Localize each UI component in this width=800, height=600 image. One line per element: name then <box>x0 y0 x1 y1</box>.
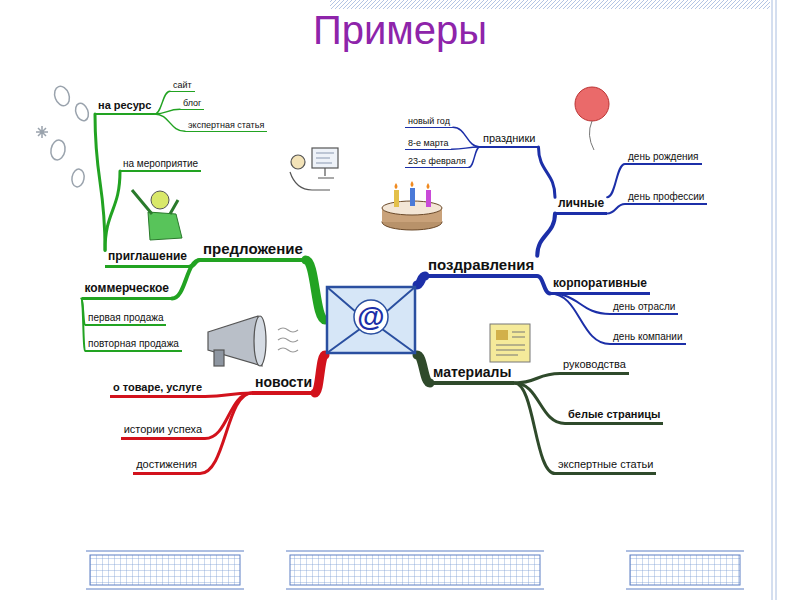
branch-line <box>514 383 555 474</box>
balloon <box>575 87 609 150</box>
topic-node: личные <box>555 197 607 215</box>
branch-line <box>537 214 555 256</box>
branch-line <box>105 171 120 250</box>
branch-line <box>469 147 480 167</box>
topic-label: сайт <box>173 80 192 90</box>
branch-line <box>538 147 555 197</box>
topic-node: приглашение <box>105 250 190 268</box>
branch-line <box>452 147 480 149</box>
topic-label: белые страницы <box>568 408 660 421</box>
cake <box>382 181 442 230</box>
computer-user <box>290 148 338 190</box>
topic-label: на мероприятие <box>123 158 198 170</box>
topic-label: день профессии <box>628 191 704 203</box>
branch-line <box>315 355 325 393</box>
megaphone <box>208 316 298 366</box>
topic-label: 23-е февраля <box>408 156 466 166</box>
topic-label: личные <box>558 197 604 211</box>
frame-line <box>772 0 773 600</box>
topic-label: повторная продажа <box>88 338 179 350</box>
topic-label: о товаре, услуге <box>113 381 202 394</box>
topic-label: руководства <box>563 358 626 371</box>
topic-label: материалы <box>433 364 511 380</box>
topic-node: день компании <box>610 331 686 346</box>
topic-node: день рождения <box>625 151 702 166</box>
topic-label: коммерческое <box>85 282 170 296</box>
branch-line <box>205 393 252 439</box>
document <box>490 324 530 362</box>
topic-label: на ресурс <box>98 99 151 112</box>
topic-node: экспертная статья <box>185 120 267 132</box>
topic-node: день профессии <box>625 191 707 206</box>
topic-label: экспертная статья <box>188 120 264 130</box>
topic-label: блог <box>183 98 201 108</box>
person-figure <box>132 190 182 240</box>
bottom-bars <box>86 551 744 589</box>
branch-line <box>154 114 185 131</box>
branch-line <box>514 374 560 384</box>
topic-node: коммерческое <box>82 282 173 300</box>
topic-node: блог <box>180 98 204 110</box>
topic-node: сайт <box>170 80 195 92</box>
topic-node: на ресурс <box>95 99 154 115</box>
topic-node: руководства <box>560 358 629 375</box>
topic-node: экспертные статьи <box>555 458 656 475</box>
branch-line <box>607 164 625 197</box>
footprints <box>36 84 91 188</box>
title-text: Примеры <box>313 8 487 52</box>
topic-node: первая продажа <box>85 312 166 327</box>
topic-node: праздники <box>480 132 538 148</box>
topic-label: праздники <box>483 132 535 145</box>
topic-label: день компании <box>613 331 683 343</box>
topic-node: поздравления <box>425 256 537 278</box>
topic-node: новости <box>252 374 315 395</box>
branch-line <box>453 127 480 147</box>
branch-line <box>607 204 625 214</box>
branch-line <box>537 276 550 294</box>
envelope-node: @ <box>325 285 417 355</box>
topic-label: день рождения <box>628 151 699 163</box>
topic-label: истории успеха <box>124 423 202 436</box>
topic-label: корпоративные <box>553 277 647 291</box>
topic-label: приглашение <box>108 250 187 264</box>
topic-label: предложение <box>203 240 303 257</box>
topic-label: новости <box>255 374 312 390</box>
top-bar <box>330 0 770 9</box>
topic-node: материалы <box>430 364 514 385</box>
topic-node: белые страницы <box>565 408 663 425</box>
branch-line <box>550 294 610 345</box>
branch-line <box>417 276 425 285</box>
topic-node: новый год <box>405 116 453 128</box>
topic-node: о товаре, услуге <box>110 381 205 398</box>
topic-label: достижения <box>136 458 197 471</box>
branch-line <box>95 114 105 250</box>
frame-line <box>776 0 777 600</box>
branch-line <box>154 91 170 114</box>
topic-node: 8-е марта <box>405 138 452 150</box>
topic-label: день отрасли <box>613 301 675 313</box>
topic-node: 23-е февраля <box>405 156 469 168</box>
topic-node: истории успеха <box>121 423 205 440</box>
topic-node: на мероприятие <box>120 158 201 173</box>
branch-line <box>306 260 325 320</box>
branch-line <box>550 294 610 315</box>
topic-node: предложение <box>200 240 306 262</box>
title: Примеры <box>0 8 800 53</box>
branch-line <box>200 393 252 474</box>
topic-label: экспертные статьи <box>558 458 653 471</box>
branch-line <box>154 109 180 114</box>
topic-node: повторная продажа <box>85 338 182 353</box>
branch-line <box>417 355 430 383</box>
topic-label: первая продажа <box>88 312 163 324</box>
topic-label: поздравления <box>428 256 534 273</box>
topic-label: новый год <box>408 116 450 126</box>
at-sign: @ <box>357 301 384 333</box>
topic-node: день отрасли <box>610 301 678 316</box>
topic-node: корпоративные <box>550 277 650 295</box>
topic-label: 8-е марта <box>408 138 449 148</box>
topic-node: достижения <box>133 458 200 475</box>
